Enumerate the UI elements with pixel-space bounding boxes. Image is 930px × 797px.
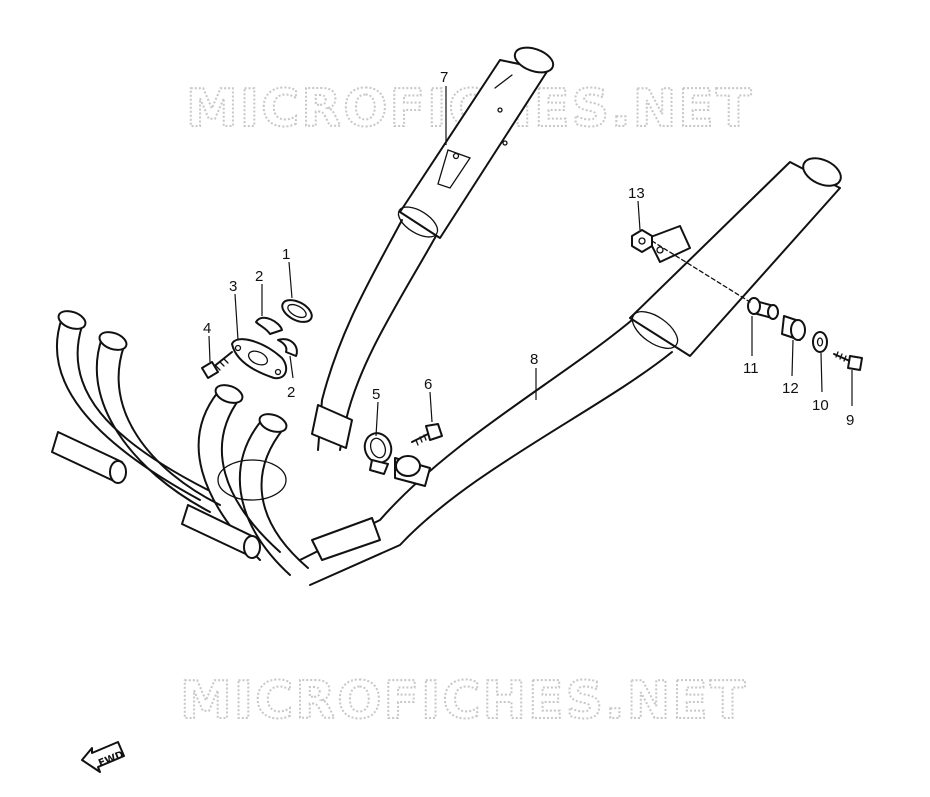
callout-11: 11: [743, 360, 759, 377]
lower-link-pipe: [299, 319, 673, 586]
callout-6: 6: [424, 376, 432, 393]
part-3-flange: [231, 338, 288, 380]
part-11-collar: [747, 297, 779, 320]
upper-muffler: [397, 46, 555, 239]
callout-9: 9: [846, 412, 854, 429]
part-2-clip-lower: [277, 338, 298, 357]
part-13-nut: [631, 229, 653, 253]
part-4-bolt: [201, 351, 233, 379]
arrow-left-icon: [81, 741, 125, 773]
callout-10: 10: [812, 397, 829, 414]
part-5-clamp: [363, 432, 393, 475]
callout-7: 7: [440, 69, 448, 86]
callout-4: 4: [203, 320, 211, 337]
part-6-bolt: [411, 423, 443, 446]
part-1-gasket-ring: [281, 299, 313, 323]
header-pipes-right: [181, 384, 309, 576]
header-pipes-left: [51, 310, 221, 513]
callout-8: 8: [530, 351, 538, 368]
part-10-washer: [812, 331, 828, 353]
part-9-bolt: [833, 351, 863, 371]
callout-2b: 2: [287, 384, 295, 401]
callout-leaders: [208, 86, 853, 437]
part-12-grommet: [781, 315, 806, 341]
callout-2a: 2: [255, 268, 263, 285]
callout-5: 5: [372, 386, 380, 403]
callout-3: 3: [229, 278, 237, 295]
callout-1: 1: [282, 246, 290, 263]
upper-link-pipe: [311, 219, 437, 451]
lower-muffler: [629, 157, 842, 357]
part-2-clip-upper: [255, 316, 283, 335]
callout-13: 13: [628, 185, 645, 202]
assembly-axis-line: [651, 240, 751, 303]
callout-12: 12: [782, 380, 799, 397]
watermark-bottom: MICROFICHES.NET: [180, 671, 747, 731]
fwd-marker: FWD: [81, 741, 125, 773]
